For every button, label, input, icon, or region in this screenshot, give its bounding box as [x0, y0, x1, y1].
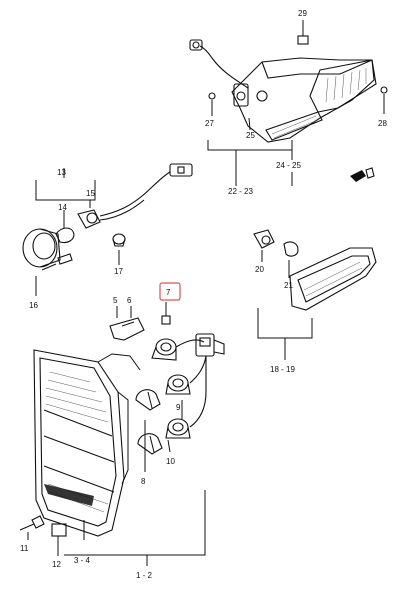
label-29: 29: [298, 9, 307, 18]
label-15: 15: [86, 189, 95, 198]
label-17: 17: [114, 267, 123, 276]
label-7: 7: [166, 288, 171, 297]
label-5: 5: [113, 296, 118, 305]
label-10: 10: [166, 457, 175, 466]
socket-9-mid[interactable]: [165, 374, 191, 395]
rear-wiring-harness[interactable]: [175, 333, 225, 428]
highlight-box-7: [159, 282, 181, 301]
grommet-17[interactable]: [112, 233, 126, 247]
label-13: 13: [57, 168, 66, 177]
front-combination-lamp[interactable]: [189, 39, 377, 143]
clip-29[interactable]: [297, 20, 309, 45]
bulb-21[interactable]: [283, 241, 299, 257]
label-1-2: 1 - 2: [136, 571, 153, 580]
label-3-4: 3 - 4: [74, 556, 91, 565]
screw-7[interactable]: [161, 302, 171, 325]
direction-arrow-icon: [350, 167, 375, 182]
side-lamp-assembly[interactable]: [22, 163, 193, 268]
label-14: 14: [58, 203, 67, 212]
label-20: 20: [255, 265, 264, 274]
bulb-8-upper[interactable]: [135, 389, 161, 411]
label-16: 16: [29, 301, 38, 310]
bulb-8-lower[interactable]: [137, 433, 163, 455]
side-turn-lamp[interactable]: [289, 247, 377, 311]
label-27: 27: [205, 119, 214, 128]
socket-10[interactable]: [165, 418, 191, 439]
label-18-19: 18 - 19: [270, 365, 295, 374]
label-8: 8: [141, 477, 146, 486]
label-25: 25: [246, 131, 255, 140]
label-28: 28: [378, 119, 387, 128]
screw-16[interactable]: [35, 253, 73, 296]
socket-20[interactable]: [253, 229, 275, 249]
label-6: 6: [127, 296, 132, 305]
label-21: 21: [284, 281, 293, 290]
label-9: 9: [176, 403, 181, 412]
screw-27[interactable]: [208, 92, 216, 116]
bracket-5-6[interactable]: [109, 317, 145, 341]
socket-9-top[interactable]: [151, 338, 177, 361]
rear-combination-lamp[interactable]: [33, 349, 125, 537]
grommet-12[interactable]: [51, 523, 67, 556]
label-22-23: 22 - 23: [228, 187, 253, 196]
screw-28[interactable]: [380, 86, 388, 114]
label-12: 12: [52, 560, 61, 569]
label-11: 11: [20, 544, 29, 553]
screw-11[interactable]: [19, 515, 45, 540]
label-24-25: 24 - 25: [276, 161, 301, 170]
